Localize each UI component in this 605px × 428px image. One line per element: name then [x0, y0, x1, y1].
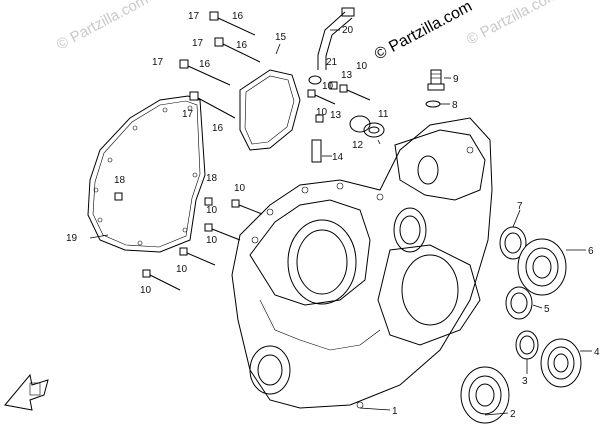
callout-12: 12 — [352, 140, 364, 151]
callout-16-d: 16 — [212, 123, 224, 134]
callout-18-b: 18 — [206, 173, 218, 184]
callout-16-b: 16 — [236, 40, 248, 51]
watermark-top-left: © Partzilla.com — [54, 0, 151, 54]
bolt-10e — [179, 247, 216, 266]
bolt-10b — [339, 84, 371, 101]
bolt-10d — [204, 223, 241, 241]
bolt-16a — [209, 11, 256, 36]
leader-lines — [89, 29, 592, 416]
callout-9: 9 — [453, 74, 459, 85]
callout-18-a: 18 — [114, 175, 126, 186]
bolt-13a — [315, 114, 324, 123]
bolt-10f — [142, 269, 181, 291]
bearing-6 — [517, 238, 567, 296]
callout-13-a: 13 — [341, 70, 353, 81]
callout-10-a: 10 — [356, 61, 368, 72]
oil-seal-5 — [505, 286, 533, 320]
callout-7: 7 — [517, 201, 523, 212]
callout-21: 21 — [326, 57, 338, 68]
watermark-top-right: © Partzilla.com — [464, 0, 561, 49]
bearing-2 — [460, 366, 510, 424]
callout-16-a: 16 — [232, 11, 244, 22]
front-arrow-icon — [4, 373, 49, 411]
callout-10-g: 10 — [176, 264, 188, 275]
clip-21 — [308, 75, 322, 85]
bolt-18b — [204, 197, 213, 206]
callout-labels: 1 2 3 4 5 6 7 8 9 10 10 10 10 10 10 10 1… — [66, 11, 600, 420]
callout-19: 19 — [66, 233, 78, 244]
drain-plug-9 — [427, 69, 445, 91]
oil-seal-3 — [515, 330, 539, 360]
cap-12 — [349, 115, 371, 133]
callout-11: 11 — [378, 109, 389, 120]
crankcase-body-1 — [231, 117, 493, 409]
bolt-16b — [214, 37, 261, 63]
bolt-10a — [307, 89, 336, 105]
callout-4: 4 — [594, 347, 600, 358]
callout-10-b: 10 — [322, 81, 334, 92]
bolt-16c — [179, 59, 231, 86]
callout-10-f: 10 — [206, 235, 218, 246]
callout-10-e: 10 — [206, 205, 218, 216]
callout-17-b: 17 — [192, 38, 204, 49]
callout-13-b: 13 — [330, 110, 342, 121]
callout-10-c: 10 — [316, 107, 328, 118]
bolt-10c — [231, 199, 263, 215]
pipe-14 — [311, 139, 322, 163]
breather-tube-20 — [317, 7, 355, 70]
callout-2: 2 — [510, 409, 516, 420]
callout-6: 6 — [588, 246, 594, 257]
watermark-top-center: © Partzilla.com — [372, 0, 475, 64]
callout-8: 8 — [452, 100, 458, 111]
washer-8 — [425, 100, 441, 108]
bolt-16d — [189, 91, 236, 119]
callout-1: 1 — [392, 406, 398, 417]
cover-gasket-19 — [87, 95, 206, 253]
callout-10-d: 10 — [234, 183, 246, 194]
callout-14: 14 — [332, 152, 344, 163]
bolts — [114, 11, 371, 291]
callout-17-d: 17 — [182, 109, 194, 120]
callout-17-a: 17 — [188, 11, 200, 22]
callout-3: 3 — [522, 376, 528, 387]
oil-seal-7 — [499, 226, 527, 260]
callout-15: 15 — [275, 32, 287, 43]
cover-gasket-15 — [239, 69, 301, 151]
bearing-4 — [540, 338, 582, 388]
callout-16-c: 16 — [199, 59, 211, 70]
bolt-18a — [114, 192, 123, 201]
bolt-13b — [329, 81, 338, 90]
callout-20: 20 — [342, 25, 354, 36]
callout-10-h: 10 — [140, 285, 152, 296]
callout-17-c: 17 — [152, 57, 164, 68]
callout-5: 5 — [544, 304, 550, 315]
